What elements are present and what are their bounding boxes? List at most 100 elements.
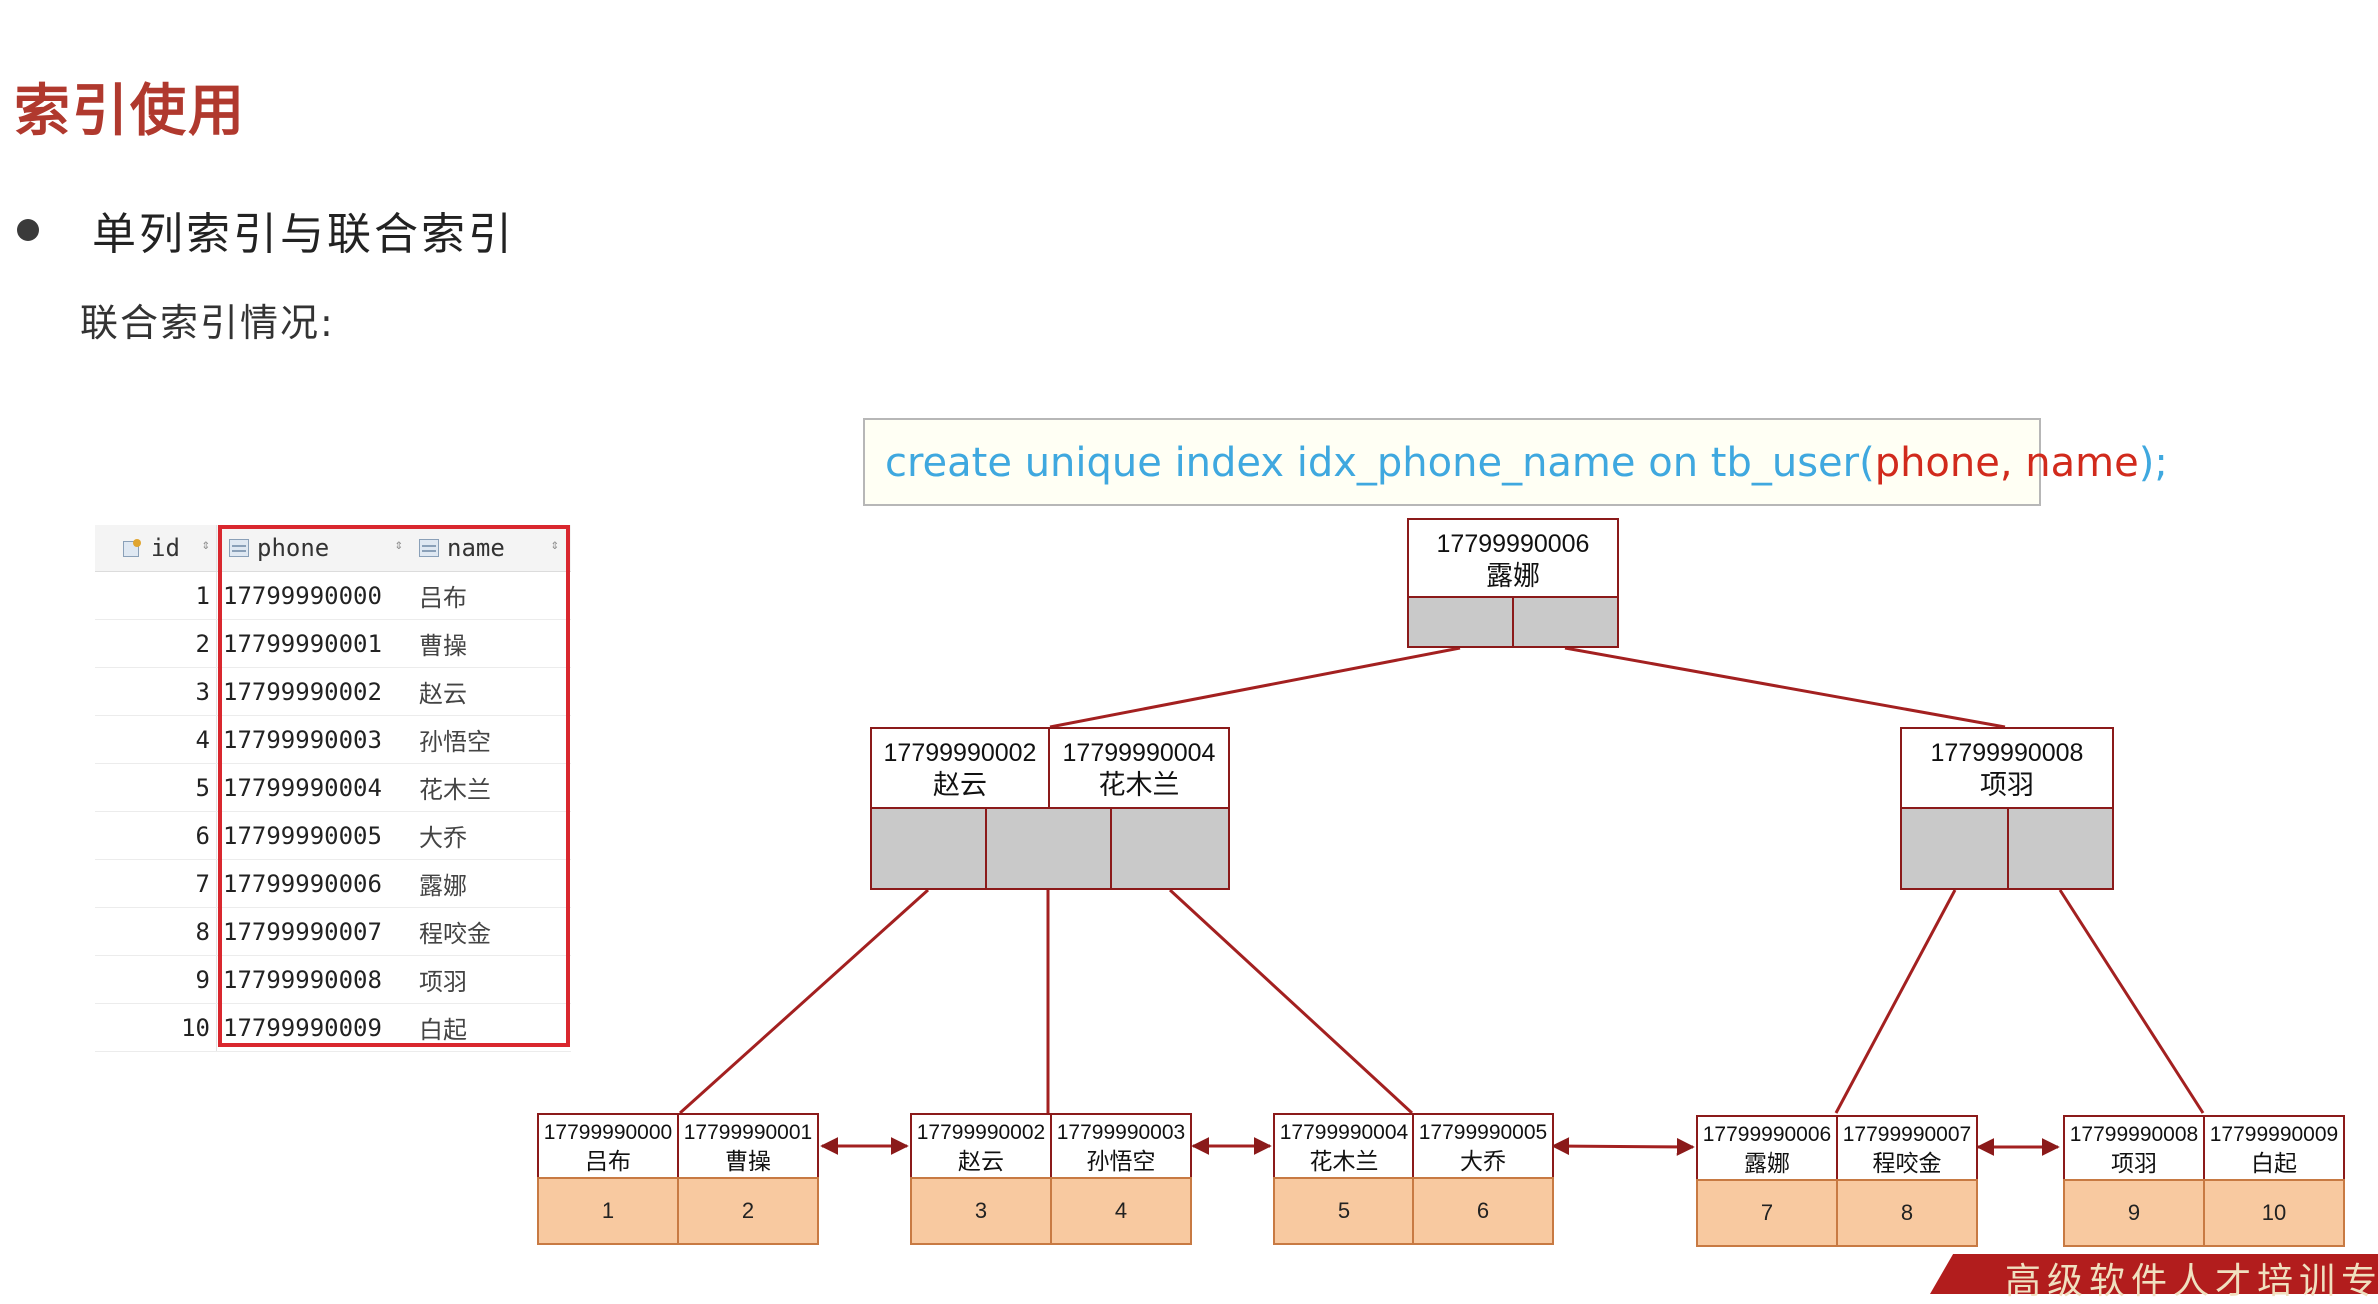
- subheading: 联合索引情况:: [80, 301, 335, 345]
- header-phone[interactable]: phone ⇕: [219, 525, 409, 571]
- cell-id[interactable]: 2: [95, 620, 217, 667]
- cell-id[interactable]: 4: [95, 716, 217, 763]
- cell-phone[interactable]: 17799990006: [223, 869, 382, 898]
- header-phone-label: phone: [257, 534, 330, 562]
- leaf-key: 17799990004 花木兰: [1273, 1113, 1415, 1179]
- cell-name[interactable]: 程咬金: [419, 920, 491, 948]
- column-icon: [229, 539, 249, 557]
- leaf-name: 项羽: [2111, 1150, 2157, 1176]
- leaf-phone: 17799990004: [1279, 1121, 1409, 1144]
- leaf-phone: 17799990003: [1056, 1121, 1186, 1144]
- sort-icon[interactable]: ⇕: [201, 537, 210, 553]
- cell-name[interactable]: 吕布: [419, 584, 467, 612]
- sql-highlight: phone, name: [1874, 440, 2139, 486]
- cell-id[interactable]: 1: [95, 572, 217, 619]
- cell-id[interactable]: 7: [95, 860, 217, 907]
- root-pointer-left: [1407, 596, 1514, 648]
- cell-name[interactable]: 花木兰: [419, 776, 491, 804]
- sql-suffix: );: [2138, 440, 2168, 486]
- header-name[interactable]: name ⇕: [415, 525, 565, 571]
- column-icon: [419, 539, 439, 557]
- cell-phone[interactable]: 17799990005: [223, 821, 382, 850]
- cell-name[interactable]: 孙悟空: [419, 728, 491, 756]
- cell-name[interactable]: 曹操: [419, 632, 467, 660]
- cell-name[interactable]: 露娜: [419, 872, 467, 900]
- cell-id[interactable]: 5: [95, 764, 217, 811]
- sort-icon[interactable]: ⇕: [394, 537, 403, 553]
- leaf-phone: 17799990006: [1702, 1123, 1832, 1146]
- internal-left-pointer-2: [985, 807, 1112, 890]
- leaf-row-id: 7: [1696, 1179, 1838, 1247]
- leaf-name: 孙悟空: [1086, 1148, 1156, 1174]
- leaf-name: 大乔: [1460, 1148, 1506, 1174]
- cell-phone[interactable]: 17799990003: [223, 725, 382, 754]
- leaf-link-3-4: [1551, 1137, 1695, 1156]
- header-id-label: id: [151, 534, 180, 562]
- leaf-row-id: 9: [2063, 1179, 2205, 1247]
- leaf-row-id: 10: [2203, 1179, 2345, 1247]
- internal-right-phone: 17799990008: [1930, 739, 2084, 767]
- cell-phone[interactable]: 17799990004: [223, 773, 382, 802]
- leaf-key: 17799990005 大乔: [1412, 1113, 1554, 1179]
- root-key: 17799990006 露娜: [1409, 520, 1617, 598]
- edge-left-leaf1: [678, 888, 930, 1115]
- cell-name[interactable]: 赵云: [419, 680, 467, 708]
- root-phone: 17799990006: [1436, 530, 1590, 558]
- cell-id[interactable]: 8: [95, 908, 217, 955]
- page-title: 索引使用: [14, 79, 246, 144]
- internal-right-name: 项羽: [1980, 770, 2034, 800]
- cell-name[interactable]: 大乔: [419, 824, 467, 852]
- cell-phone[interactable]: 17799990001: [223, 629, 382, 658]
- leaf-name: 赵云: [958, 1148, 1004, 1174]
- cell-phone[interactable]: 17799990007: [223, 917, 382, 946]
- cell-phone[interactable]: 17799990008: [223, 965, 382, 994]
- cell-phone[interactable]: 17799990000: [223, 581, 382, 610]
- leaf-phone: 17799990008: [2069, 1123, 2199, 1146]
- cell-name[interactable]: 白起: [419, 1016, 467, 1044]
- leaf-name: 程咬金: [1872, 1150, 1942, 1176]
- cell-id[interactable]: 9: [95, 956, 217, 1003]
- cell-id[interactable]: 3: [95, 668, 217, 715]
- internal-right-pointer-2: [2007, 807, 2114, 890]
- leaf-phone: 17799990001: [683, 1121, 813, 1144]
- leaf-row-id: 3: [910, 1177, 1052, 1245]
- leaf-row-id: 6: [1412, 1177, 1554, 1245]
- cell-phone[interactable]: 17799990009: [223, 1013, 382, 1042]
- leaf-row-id: 2: [677, 1177, 819, 1245]
- internal-right-pointer-1: [1900, 807, 2009, 890]
- watermark-text: 高级软件人才培训专: [2005, 1261, 2378, 1302]
- bullet-dot: [17, 219, 39, 241]
- root-pointer-right: [1512, 596, 1619, 648]
- cell-name[interactable]: 项羽: [419, 968, 467, 996]
- sort-icon[interactable]: ⇕: [550, 537, 559, 553]
- internal-left-phone-1: 17799990002: [883, 739, 1037, 767]
- leaf-phone: 17799990005: [1418, 1121, 1548, 1144]
- leaf-key: 17799990001 曹操: [677, 1113, 819, 1179]
- cell-phone[interactable]: 17799990002: [223, 677, 382, 706]
- header-name-label: name: [447, 534, 505, 562]
- cell-id[interactable]: 6: [95, 812, 217, 859]
- cell-id[interactable]: 10: [95, 1004, 217, 1051]
- bullet-heading: 单列索引与联合索引: [92, 209, 515, 260]
- header-id[interactable]: id ⇕: [95, 525, 217, 571]
- internal-left-name-1: 赵云: [933, 770, 987, 800]
- leaf-name: 花木兰: [1309, 1148, 1379, 1174]
- leaf-name: 曹操: [725, 1148, 771, 1174]
- internal-left-key-2: 17799990004 花木兰: [1050, 729, 1228, 809]
